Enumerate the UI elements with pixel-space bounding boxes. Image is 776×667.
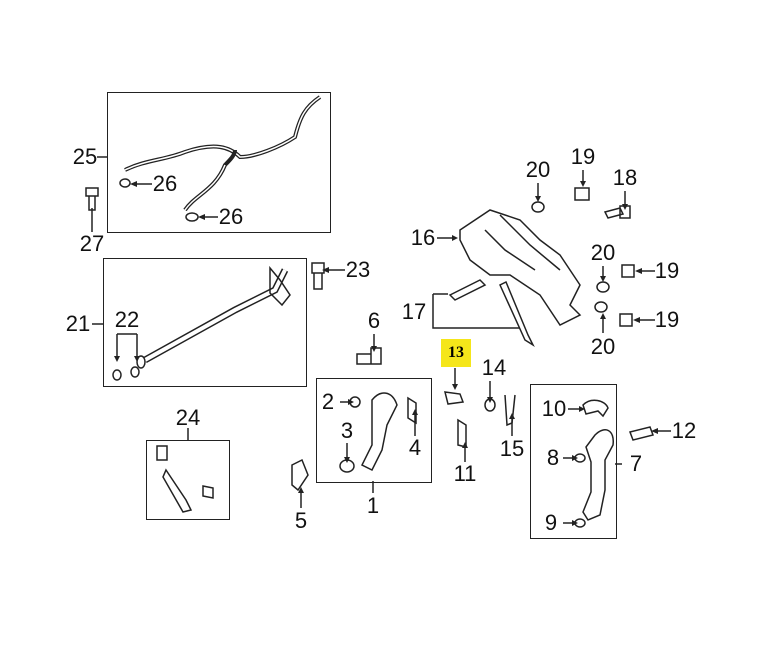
callout-11: 11 [453,461,477,486]
callout-20: 20 [525,157,551,182]
callout-22: 22 [114,307,140,332]
callout-20: 20 [590,240,616,265]
callout-8: 8 [546,445,560,470]
callout-4: 4 [408,435,422,460]
callout-16: 16 [410,225,436,250]
callout-2: 2 [321,389,335,414]
callout-19: 19 [654,307,680,332]
callout-9: 9 [544,510,558,535]
leader-lines [91,156,671,524]
callout-13-highlighted[interactable]: 13 [441,339,471,367]
callout-25: 25 [72,144,98,169]
callout-10: 10 [541,396,567,421]
callout-20: 20 [590,334,616,359]
callout-27: 27 [79,231,105,256]
callout-24: 24 [175,405,201,430]
callout-19: 19 [654,258,680,283]
group-box-24 [146,440,230,520]
callout-3: 3 [340,418,354,443]
group-box-21 [103,258,307,387]
callout-17: 17 [401,299,427,324]
callout-18: 18 [612,165,638,190]
group-box-1 [316,378,432,483]
callout-23: 23 [345,257,371,282]
callout-15: 15 [499,436,525,461]
callout-6: 6 [367,308,381,333]
callout-14: 14 [481,355,507,380]
callout-5: 5 [294,508,308,533]
callout-26: 26 [218,204,244,229]
group-box-7 [530,384,617,539]
callout-12: 12 [671,418,697,443]
callout-19: 19 [570,144,596,169]
callout-21: 21 [65,311,91,336]
callout-1: 1 [366,493,380,518]
group-box-25 [107,92,331,233]
callout-7: 7 [629,451,643,476]
callout-26: 26 [152,171,178,196]
